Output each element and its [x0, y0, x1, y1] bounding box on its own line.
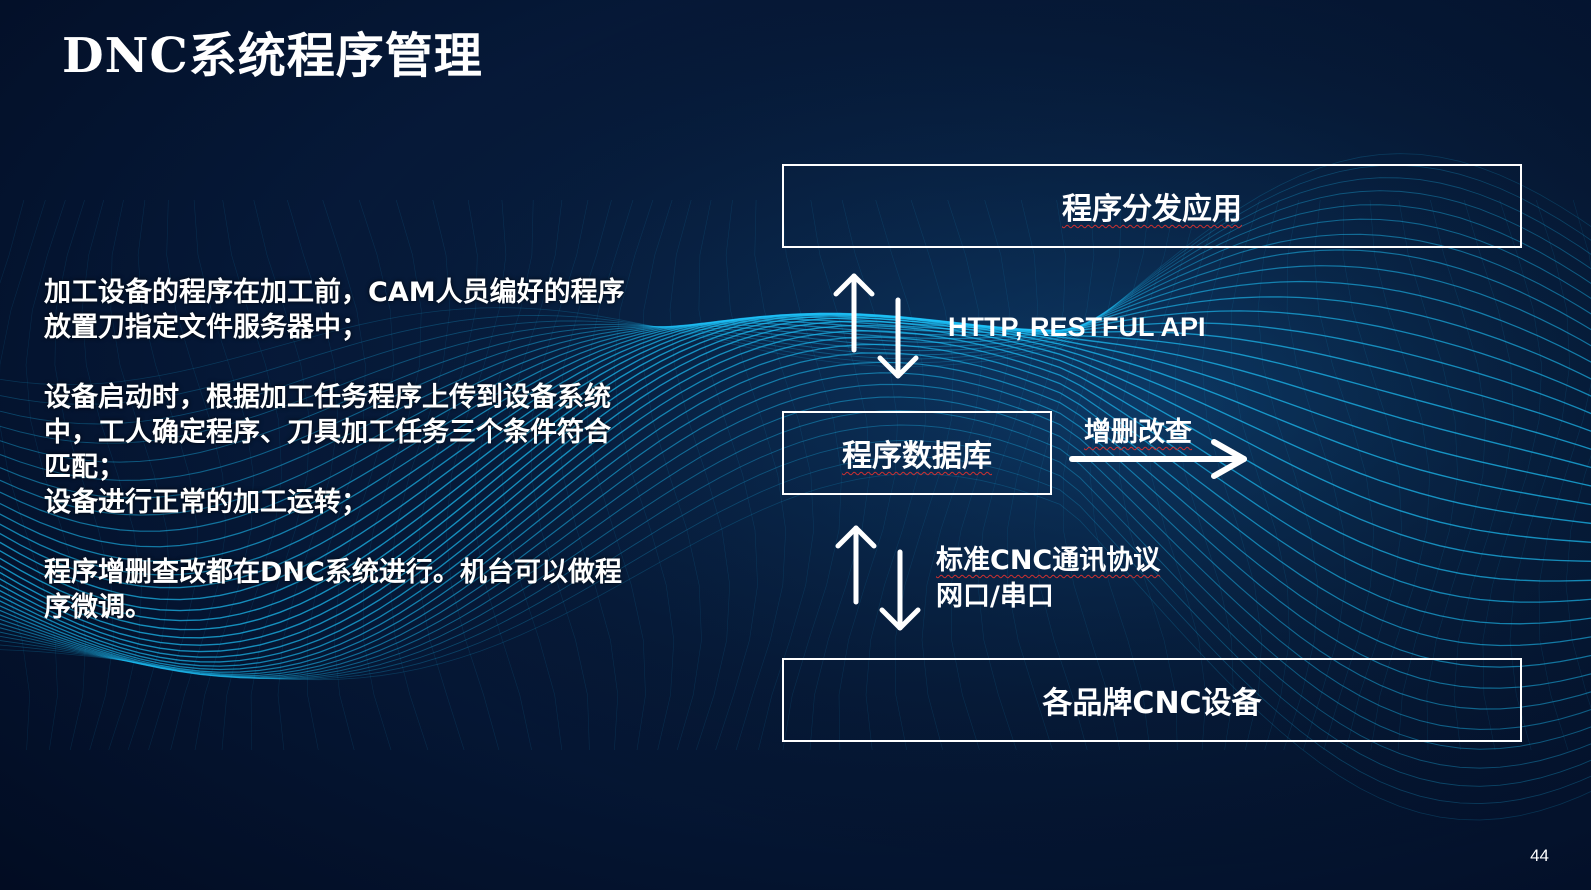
- paragraph-line: 匹配；: [44, 452, 125, 483]
- mesh-strand: [698, 199, 758, 751]
- mesh-strand: [137, 199, 198, 751]
- mesh-strand: [586, 199, 646, 751]
- wave-line: [0, 313, 1591, 631]
- paragraph-line: 放置刀指定文件服务器中；: [44, 312, 368, 343]
- wave-line: [0, 317, 1591, 646]
- mesh-strand: [277, 199, 339, 751]
- slide-title: DNC系统程序管理: [62, 28, 483, 84]
- protocol-line-2: 网口/串口: [936, 581, 1054, 612]
- wave-line: [0, 164, 1591, 405]
- wave-line: [0, 352, 1591, 673]
- protocol-label: 标准CNC通讯协议 网口/串口: [936, 543, 1160, 615]
- wave-line: [0, 424, 1591, 769]
- mesh-strand: [530, 199, 590, 751]
- wave-line: [0, 312, 1591, 612]
- wave-line: [0, 336, 1591, 667]
- paragraph-line: 程序增删查改都在DNC系统进行。机台可以做程: [44, 557, 622, 588]
- mesh-strand: [419, 199, 478, 751]
- program-database-label: 程序数据库: [842, 439, 992, 474]
- wave-line: [0, 177, 1591, 425]
- wave-line: [0, 218, 1591, 481]
- wave-line: [0, 343, 1591, 671]
- mesh-strand: [389, 199, 451, 751]
- mesh-strand: [1565, 454, 1591, 709]
- wave-line: [0, 314, 1591, 639]
- mesh-strand: [669, 199, 731, 751]
- wave-line: [0, 383, 1591, 710]
- mesh-strand: [221, 199, 283, 751]
- mesh-strand: [445, 199, 507, 751]
- mesh-strand: [642, 199, 702, 751]
- paragraph-line: 设备进行正常的加工运转；: [44, 487, 368, 518]
- wave-line: [0, 204, 1591, 463]
- wave-line: [0, 330, 1591, 663]
- wave-line: [0, 409, 1591, 750]
- mesh-strand: [25, 199, 87, 751]
- paragraph-line: 设备启动时，根据加工任务程序上传到设备系统: [44, 382, 611, 413]
- distribution-app-box: 程序分发应用: [782, 164, 1522, 248]
- mesh-strand: [501, 199, 563, 751]
- wave-line: [0, 440, 1591, 787]
- page-number: 44: [1530, 846, 1549, 865]
- bidirectional-arrow-top-icon: [833, 273, 919, 379]
- crud-label: 增删改查: [1084, 417, 1192, 448]
- right-arrow-icon: [1069, 439, 1247, 479]
- wave-line: [0, 312, 1591, 622]
- paragraph-gap: [44, 345, 694, 380]
- wave-line: [0, 324, 1591, 658]
- mesh-strand: [362, 199, 422, 751]
- mesh-strand: [0, 199, 31, 751]
- wave-line: [0, 280, 1591, 548]
- mesh-strand: [110, 199, 171, 751]
- paragraph-line: 中，工人确定程序、刀具加工任务三个条件符合: [44, 417, 611, 448]
- mesh-strand: [166, 199, 227, 751]
- mesh-strand: [474, 199, 534, 751]
- mesh-strand: [1538, 199, 1591, 751]
- wave-line: [0, 396, 1591, 730]
- cnc-devices-label: 各品牌CNC设备: [1042, 686, 1262, 721]
- mesh-strand: [250, 199, 310, 751]
- wave-line: [0, 473, 1591, 821]
- mesh-strand: [0, 199, 58, 751]
- http-api-label: HTTP, RESTFUL API: [948, 312, 1206, 342]
- paragraph-line: 序微调。: [44, 592, 152, 623]
- description-text: 加工设备的程序在加工前，CAM人员编好的程序 放置刀指定文件服务器中； 设备启动…: [44, 275, 694, 625]
- wave-line: [0, 190, 1591, 444]
- program-database-box: 程序数据库: [782, 411, 1052, 495]
- mesh-strand: [333, 199, 395, 751]
- wave-line: [0, 249, 1591, 516]
- paragraph-gap: [44, 520, 694, 555]
- wave-line: [0, 265, 1591, 532]
- paragraph-line: 加工设备的程序在加工前，CAM人员编好的程序: [44, 277, 625, 308]
- mesh-strand: [306, 199, 366, 751]
- cnc-devices-box: 各品牌CNC设备: [782, 658, 1522, 742]
- protocol-line-1: 标准CNC通讯协议: [936, 545, 1161, 576]
- mesh-strand: [193, 199, 254, 751]
- wave-line: [0, 372, 1591, 689]
- mesh-strand: [613, 199, 675, 751]
- mesh-strand: [81, 199, 142, 751]
- mesh-strand: [725, 199, 787, 751]
- wave-line: [0, 456, 1591, 805]
- wave-line: [0, 361, 1591, 675]
- distribution-app-label: 程序分发应用: [1062, 192, 1242, 227]
- bidirectional-arrow-bottom-icon: [835, 525, 921, 631]
- wave-line: [0, 320, 1591, 653]
- mesh-strand: [557, 199, 619, 751]
- mesh-strand: [54, 199, 114, 751]
